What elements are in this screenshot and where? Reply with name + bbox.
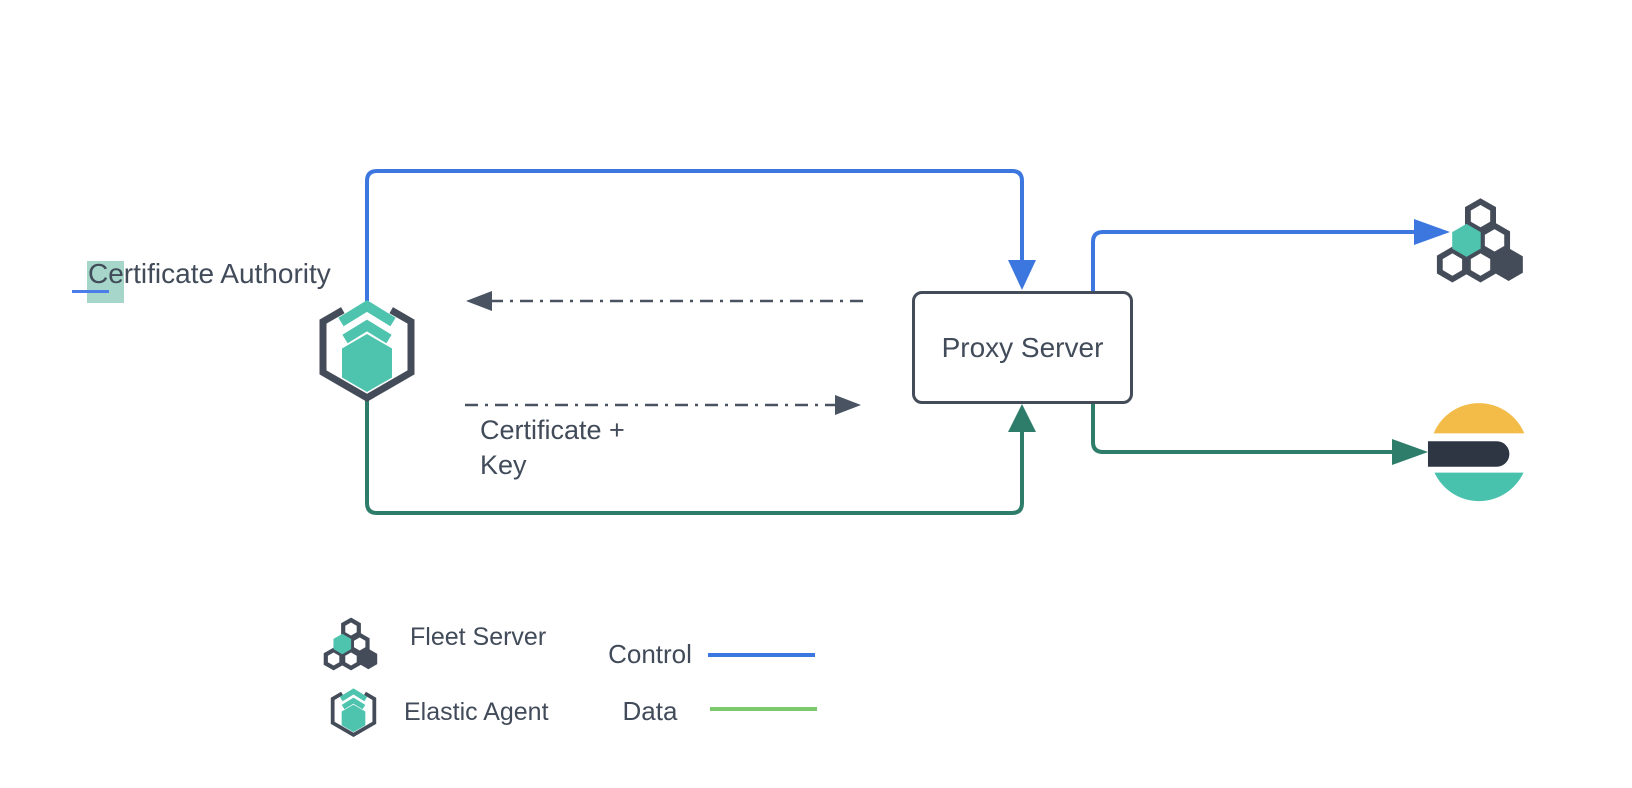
elasticsearch-middle-bar — [1427, 441, 1510, 467]
legend-elastic-agent-label[interactable]: Elastic Agent — [404, 698, 549, 726]
fleet-server-icon[interactable] — [322, 611, 380, 671]
certificate-key-label[interactable]: Certificate + Key — [480, 413, 625, 483]
arrowhead-down-icon — [1008, 260, 1036, 290]
certificate-key-line1: Certificate + — [480, 415, 625, 445]
proxy-server-node[interactable]: Proxy Server — [912, 291, 1133, 404]
elasticsearch-bottom-segment — [1434, 472, 1524, 502]
control-line-path — [1091, 230, 1414, 292]
elasticsearch-top-segment — [1433, 403, 1525, 434]
fleet-hex-outline — [1436, 246, 1468, 283]
agent-chevron-bottom — [342, 319, 392, 344]
agent-chevron-top — [338, 300, 396, 327]
fleet-hex-outline — [1465, 246, 1496, 283]
text-selection-highlight — [87, 261, 124, 303]
text-cursor-underline — [72, 290, 109, 293]
fleet-server-icon[interactable] — [1434, 187, 1527, 284]
data-line-proxy-to-elasticsearch[interactable] — [1091, 403, 1428, 465]
data-line-path — [365, 394, 1024, 515]
arrowhead-right-icon — [1392, 439, 1428, 465]
fleet-hex-outline — [323, 647, 344, 671]
control-line-path — [365, 169, 1024, 301]
cert-key-arrow-right[interactable] — [465, 395, 861, 415]
fleet-hex-teal — [333, 633, 352, 655]
control-line-proxy-to-fleet[interactable] — [1091, 219, 1450, 292]
arrowhead-right-icon — [835, 395, 861, 415]
cert-exchange-arrow-left[interactable] — [466, 291, 863, 311]
agent-chevron-bottom — [341, 697, 366, 710]
agent-hexagon — [342, 334, 392, 392]
elastic-agent-icon[interactable] — [311, 297, 423, 402]
certificate-authority-label[interactable]: Certificate Authority — [88, 258, 331, 289]
fleet-hex-teal — [1452, 223, 1481, 257]
proxy-server-label: Proxy Server — [941, 332, 1104, 363]
fleet-hex-dark — [1494, 248, 1523, 282]
control-line-agent-to-proxy[interactable] — [365, 169, 1036, 301]
agent-bracket-outline — [330, 691, 377, 737]
legend-control-label[interactable]: Control — [608, 639, 692, 669]
arrowhead-up-icon — [1008, 404, 1036, 432]
agent-hexagon — [341, 704, 366, 733]
data-line-agent-to-proxy[interactable] — [365, 394, 1036, 515]
arrowhead-right-icon — [1414, 219, 1450, 245]
data-line-path — [1091, 403, 1392, 454]
agent-chevron-top — [339, 688, 368, 702]
elasticsearch-icon[interactable] — [1427, 400, 1529, 504]
legend-fleet-server-label[interactable]: Fleet Server — [410, 623, 547, 651]
legend-data-label[interactable]: Data — [622, 696, 678, 726]
elastic-agent-icon[interactable] — [327, 687, 380, 737]
agent-bracket-outline — [319, 307, 415, 402]
certificate-key-line2: Key — [480, 450, 527, 480]
fleet-hex-outline — [341, 647, 361, 671]
fleet-hex-dark — [359, 648, 378, 670]
arrowhead-left-icon — [466, 291, 492, 311]
